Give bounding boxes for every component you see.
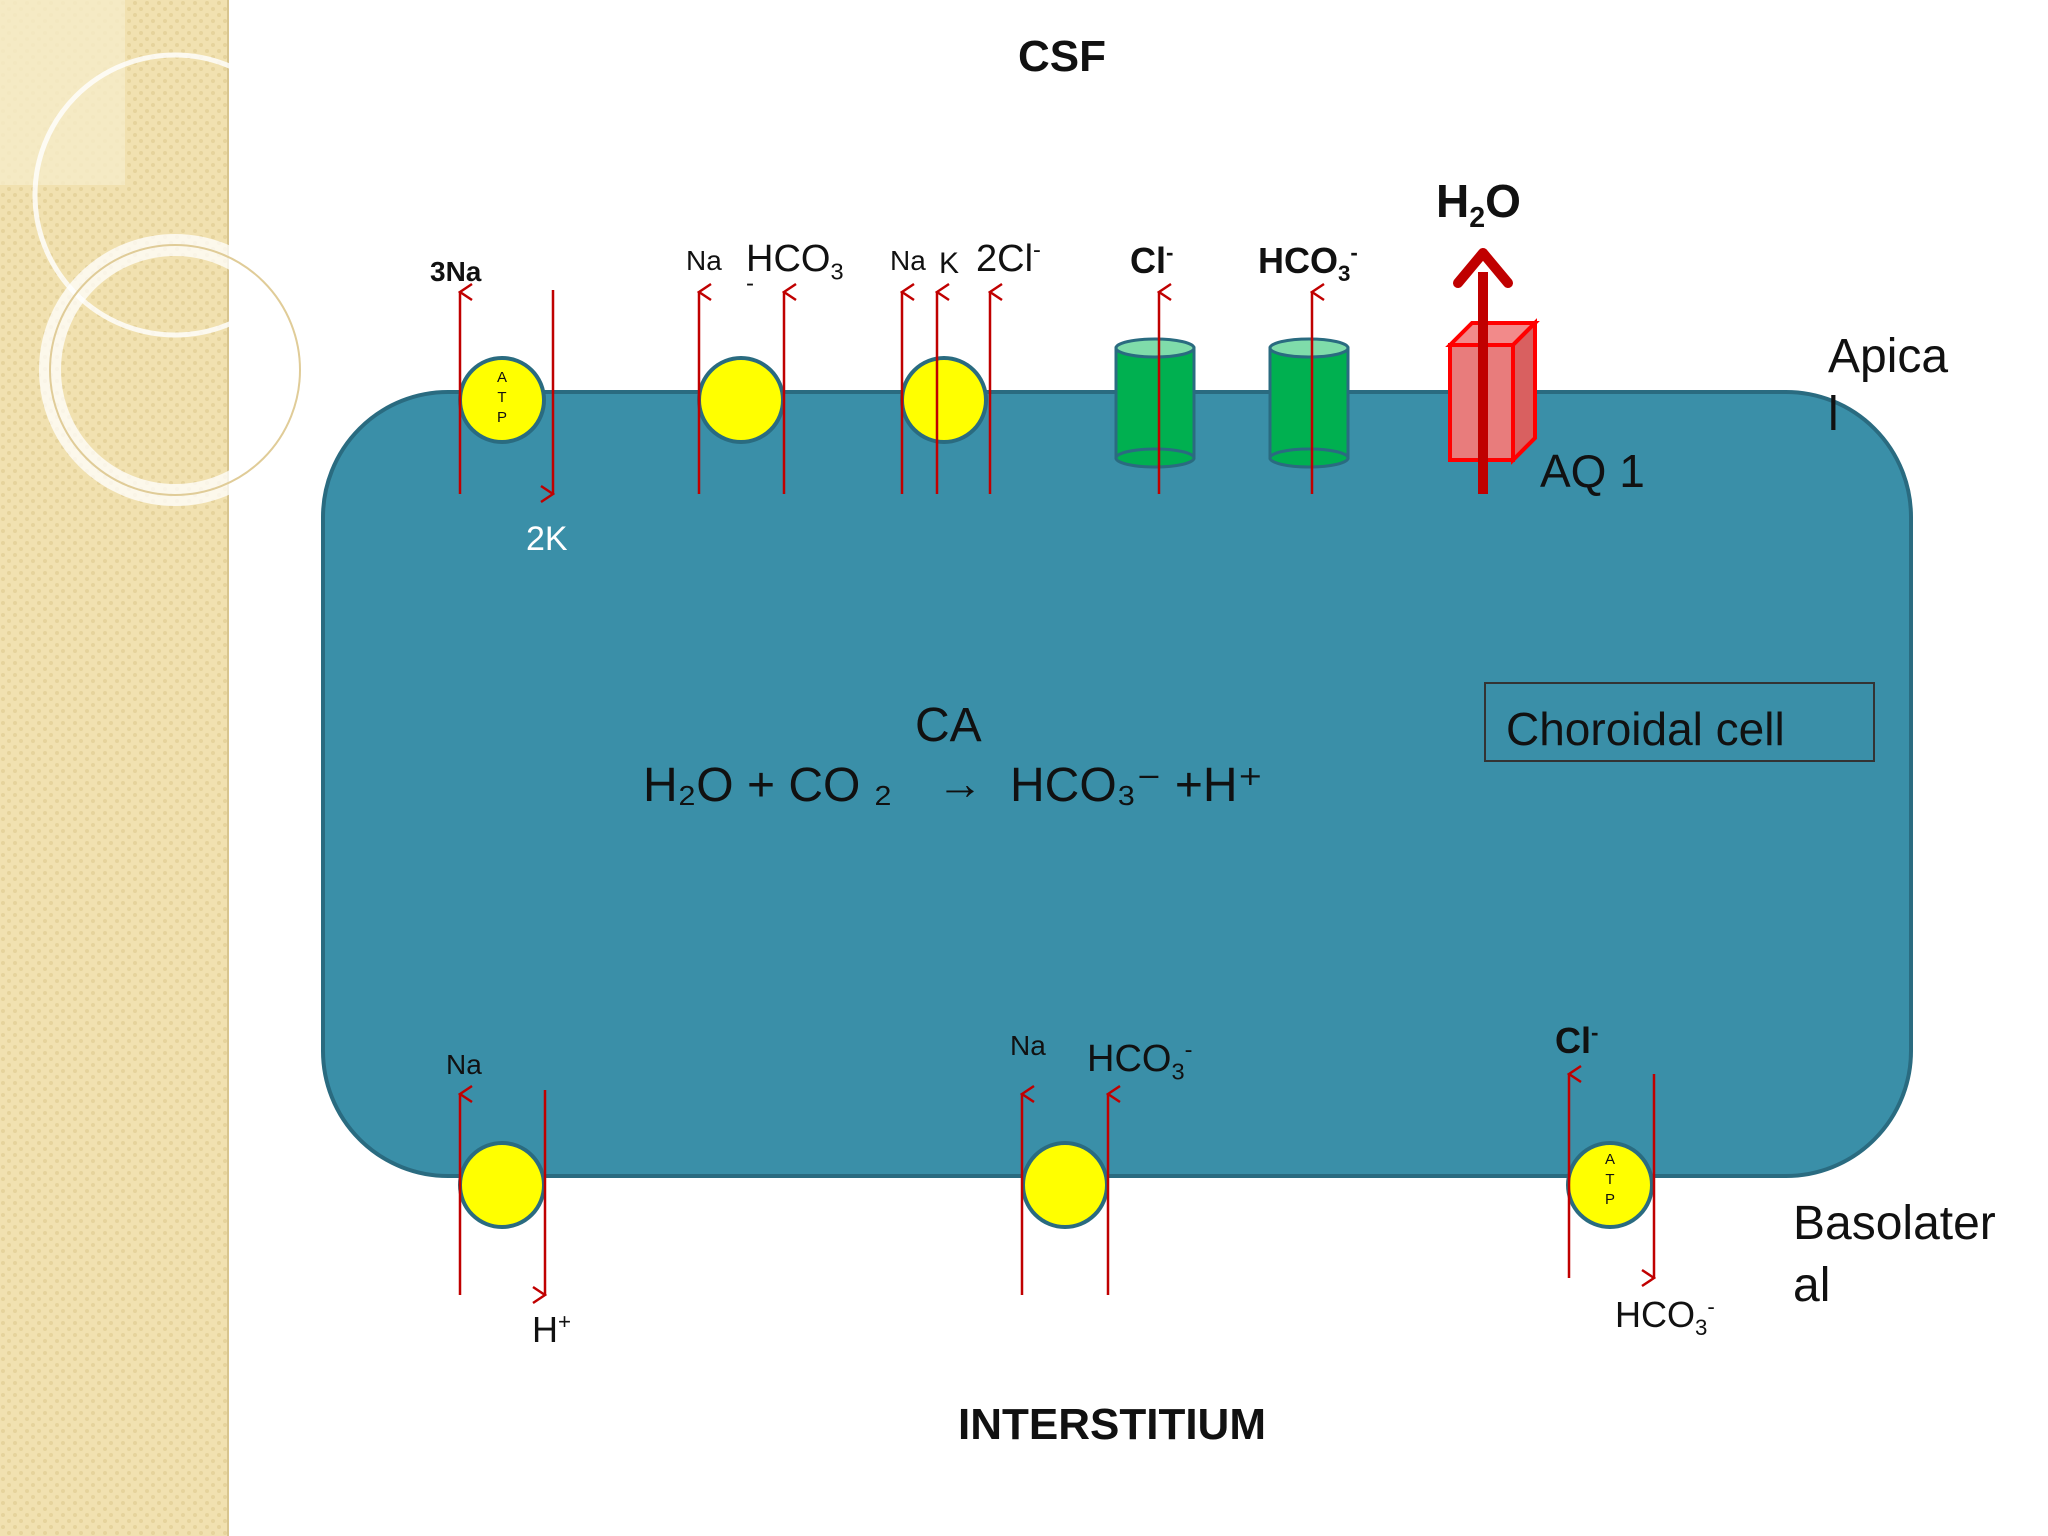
carbonic-anhydrase-label: CA bbox=[915, 699, 982, 752]
ion-label-k: K bbox=[939, 247, 960, 280]
apical-na-hco3-cotransporter bbox=[697, 292, 784, 494]
ion-label-2k: 2K bbox=[526, 520, 568, 558]
apical-na-k-atpase bbox=[458, 290, 553, 494]
basolateral-cl-hco3-atpase bbox=[1566, 1074, 1654, 1278]
apical-cl-channel bbox=[1114, 292, 1196, 494]
basolateral-region-label: Basolater al bbox=[1793, 1197, 1996, 1312]
choroidal-cell-label: Choroidal cell bbox=[1506, 703, 1785, 755]
aquaporin-label: AQ 1 bbox=[1540, 445, 1645, 497]
ion-label-hco3-apical: HCO3 bbox=[746, 238, 844, 285]
ion-label-hco3-channel: HCO3- bbox=[1258, 240, 1358, 287]
choroidal-cell-label-box: Choroidal cell bbox=[1484, 682, 1875, 762]
csf-title: CSF bbox=[1018, 32, 1106, 81]
reaction-left: H₂O + CO ₂ bbox=[643, 759, 893, 812]
decorative-sidebar bbox=[0, 0, 318, 1536]
ion-label-3na: 3Na bbox=[430, 256, 482, 287]
ion-label-cl-apical: Cl- bbox=[1130, 240, 1174, 281]
ion-label-na-baso-1: Na bbox=[446, 1049, 482, 1080]
apical-nkcc-cotransporter bbox=[900, 292, 990, 494]
apical-hco3-channel bbox=[1268, 292, 1350, 494]
ion-label-hco3-baso-out: HCO3- bbox=[1615, 1294, 1715, 1341]
ion-label-h: H+ bbox=[532, 1309, 572, 1350]
basolateral-na-hco3-cotransporter bbox=[1022, 1094, 1108, 1295]
ion-label-hco3-apical-charge: - bbox=[746, 270, 754, 297]
ion-label-na-baso-2: Na bbox=[1010, 1030, 1046, 1061]
water-label: H2O bbox=[1436, 175, 1521, 235]
apical-region-label: Apica l bbox=[1828, 330, 1949, 441]
reaction-right: HCO₃⁻ +H⁺ bbox=[1010, 759, 1263, 812]
aquaporin-1 bbox=[1445, 248, 1540, 494]
ion-label-2cl: 2Cl- bbox=[976, 236, 1041, 280]
ion-label-na-apical-1: Na bbox=[686, 245, 722, 276]
ion-label-cl-baso: Cl- bbox=[1555, 1020, 1599, 1061]
ion-label-na-apical-2: Na bbox=[890, 245, 926, 276]
reaction-arrow: → bbox=[937, 757, 983, 809]
basolateral-na-h-exchanger bbox=[458, 1090, 545, 1295]
interstitium-title: INTERSTITIUM bbox=[958, 1400, 1266, 1449]
ion-label-hco3-baso: HCO3- bbox=[1087, 1036, 1193, 1085]
